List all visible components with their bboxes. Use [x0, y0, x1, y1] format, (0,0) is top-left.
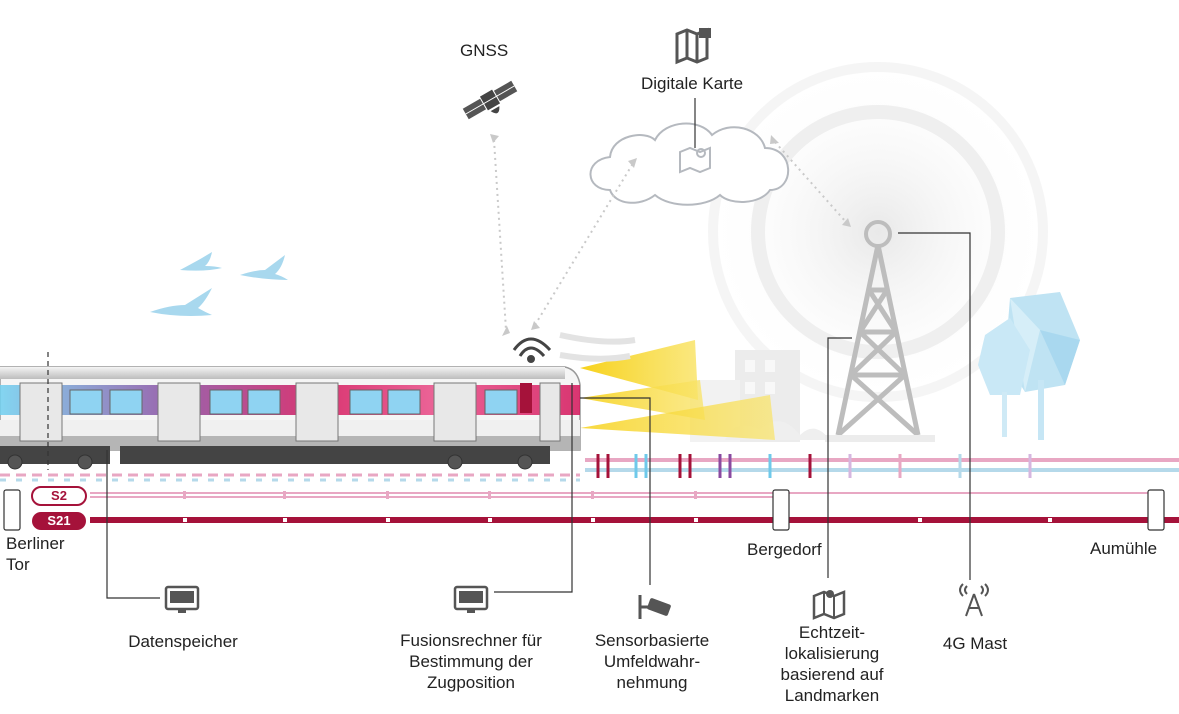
monitor-icon	[164, 585, 200, 613]
cloud-icon	[589, 122, 790, 206]
line-s21	[90, 517, 1179, 523]
mast-4g-tower	[825, 244, 935, 442]
line-s2	[90, 491, 1150, 499]
map-pin-icon	[812, 590, 846, 620]
bird-icon	[150, 252, 288, 316]
mast-4g-label: 4G Mast	[942, 634, 1008, 653]
tree-icon	[978, 292, 1080, 440]
mast-top	[864, 220, 892, 248]
station-bergedorf: Bergedorf	[747, 540, 822, 559]
svg-text:S21: S21	[47, 513, 70, 528]
map-lock-icon	[675, 27, 711, 65]
dotted-links	[493, 139, 847, 331]
digital-map-label: Digitale Karte	[641, 74, 744, 93]
station-aumuehle: Aumühle	[1090, 539, 1158, 558]
svg-text:S2: S2	[51, 488, 67, 503]
satellite-icon	[462, 80, 518, 120]
s21-badge: S21	[32, 512, 86, 530]
sensor-beams	[559, 332, 775, 440]
realtime-localization-label: Echtzeit- lokalisierung basierend auf La…	[780, 623, 884, 705]
monitor-icon	[453, 585, 489, 613]
antenna-icon	[959, 583, 989, 617]
sensor-perception-label: Sensorbasierte Umfeldwahr- nehmung	[594, 631, 710, 692]
station-berliner-tor: Berliner Tor	[6, 534, 65, 574]
camera-icon	[638, 595, 671, 619]
track-pattern	[0, 454, 1179, 482]
station-markers	[3, 489, 1165, 531]
s2-badge: S2	[31, 486, 87, 506]
data-storage-label: Datenspeicher	[128, 632, 238, 651]
train	[0, 352, 581, 470]
gnss-label: GNSS	[460, 41, 509, 60]
link-arrows	[490, 134, 851, 336]
wifi-signal-icon	[512, 337, 552, 363]
leader-lines	[106, 232, 971, 599]
map-pin-icon	[679, 146, 711, 174]
fusion-computer-label: Fusionsrechner für Bestimmung der Zugpos…	[400, 631, 542, 692]
